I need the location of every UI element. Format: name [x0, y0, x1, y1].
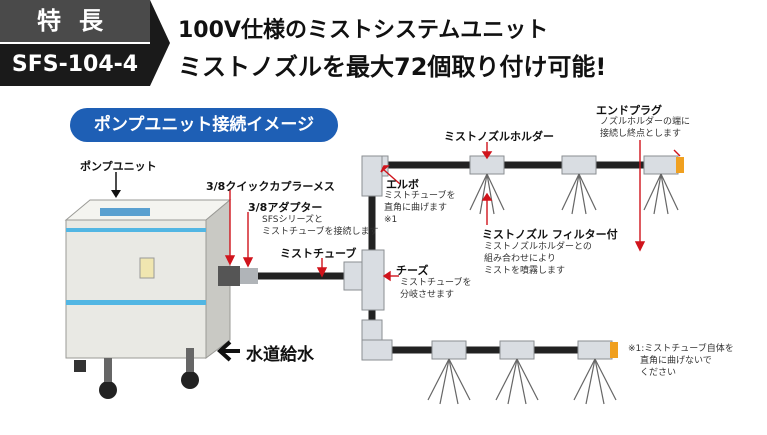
adapter-label: 3/8アダプター — [248, 201, 323, 214]
tees-label: チーズ — [396, 264, 429, 277]
footnote: ※1:ミストチューブ自体を 直角に曲げないで ください — [628, 344, 734, 378]
nozzle-holder-label: ミストノズルホルダー — [444, 130, 554, 143]
feature-tag: 特長 SFS-104-4 — [0, 0, 150, 88]
chevron-right-icon — [150, 0, 170, 86]
adapter-description: SFSシリーズとミストチューブを接続します — [262, 215, 379, 237]
mist-nozzle-description: ミストノズルホルダーとの組み合わせによりミストを噴霧します — [484, 242, 592, 276]
left-arrow-icon — [217, 340, 240, 362]
pump-unit-label: ポンプユニット — [80, 160, 157, 173]
quick-coupler — [218, 266, 240, 286]
feature-tag-bottom-bg — [0, 44, 150, 86]
model-number: SFS-104-4 — [11, 52, 139, 77]
feature-label: 特長 — [37, 7, 121, 35]
tees-fitting — [343, 249, 385, 311]
adapter-fitting — [240, 268, 258, 284]
elbow-bottom — [361, 319, 393, 361]
pump-unit-illustration — [64, 198, 232, 399]
lower-nozzle-holders — [427, 340, 618, 405]
mist-nozzle-label: ミストノズル フィルター付 — [482, 228, 618, 241]
callout-arrows — [224, 140, 681, 282]
end-plug-part — [676, 157, 684, 173]
upper-nozzle-holders — [469, 155, 684, 215]
tees-description: ミストチューブを分岐させます — [400, 278, 472, 300]
water-supply-label: 水道給水 — [246, 345, 314, 365]
end-plug-label: エンドプラグ — [596, 104, 662, 117]
headline-line-2: ミストノズルを最大72個取り付け可能! — [178, 53, 607, 81]
elbow-description: ミストチューブを直角に曲げます※1 — [384, 191, 456, 225]
mist-tube-label: ミストチューブ — [280, 247, 357, 260]
end-plug-description: ノズルホルダーの端に接続し終点とします — [600, 117, 691, 139]
headline-line-1: 100V仕様のミストシステムユニット — [178, 18, 549, 43]
feature-tag-top-bg — [0, 0, 150, 42]
quick-coupler-label: 3/8クイックカプラーメス — [206, 180, 335, 193]
section-title: ポンプユニット接続イメージ — [70, 108, 338, 142]
elbow-label: エルボ — [386, 178, 419, 191]
